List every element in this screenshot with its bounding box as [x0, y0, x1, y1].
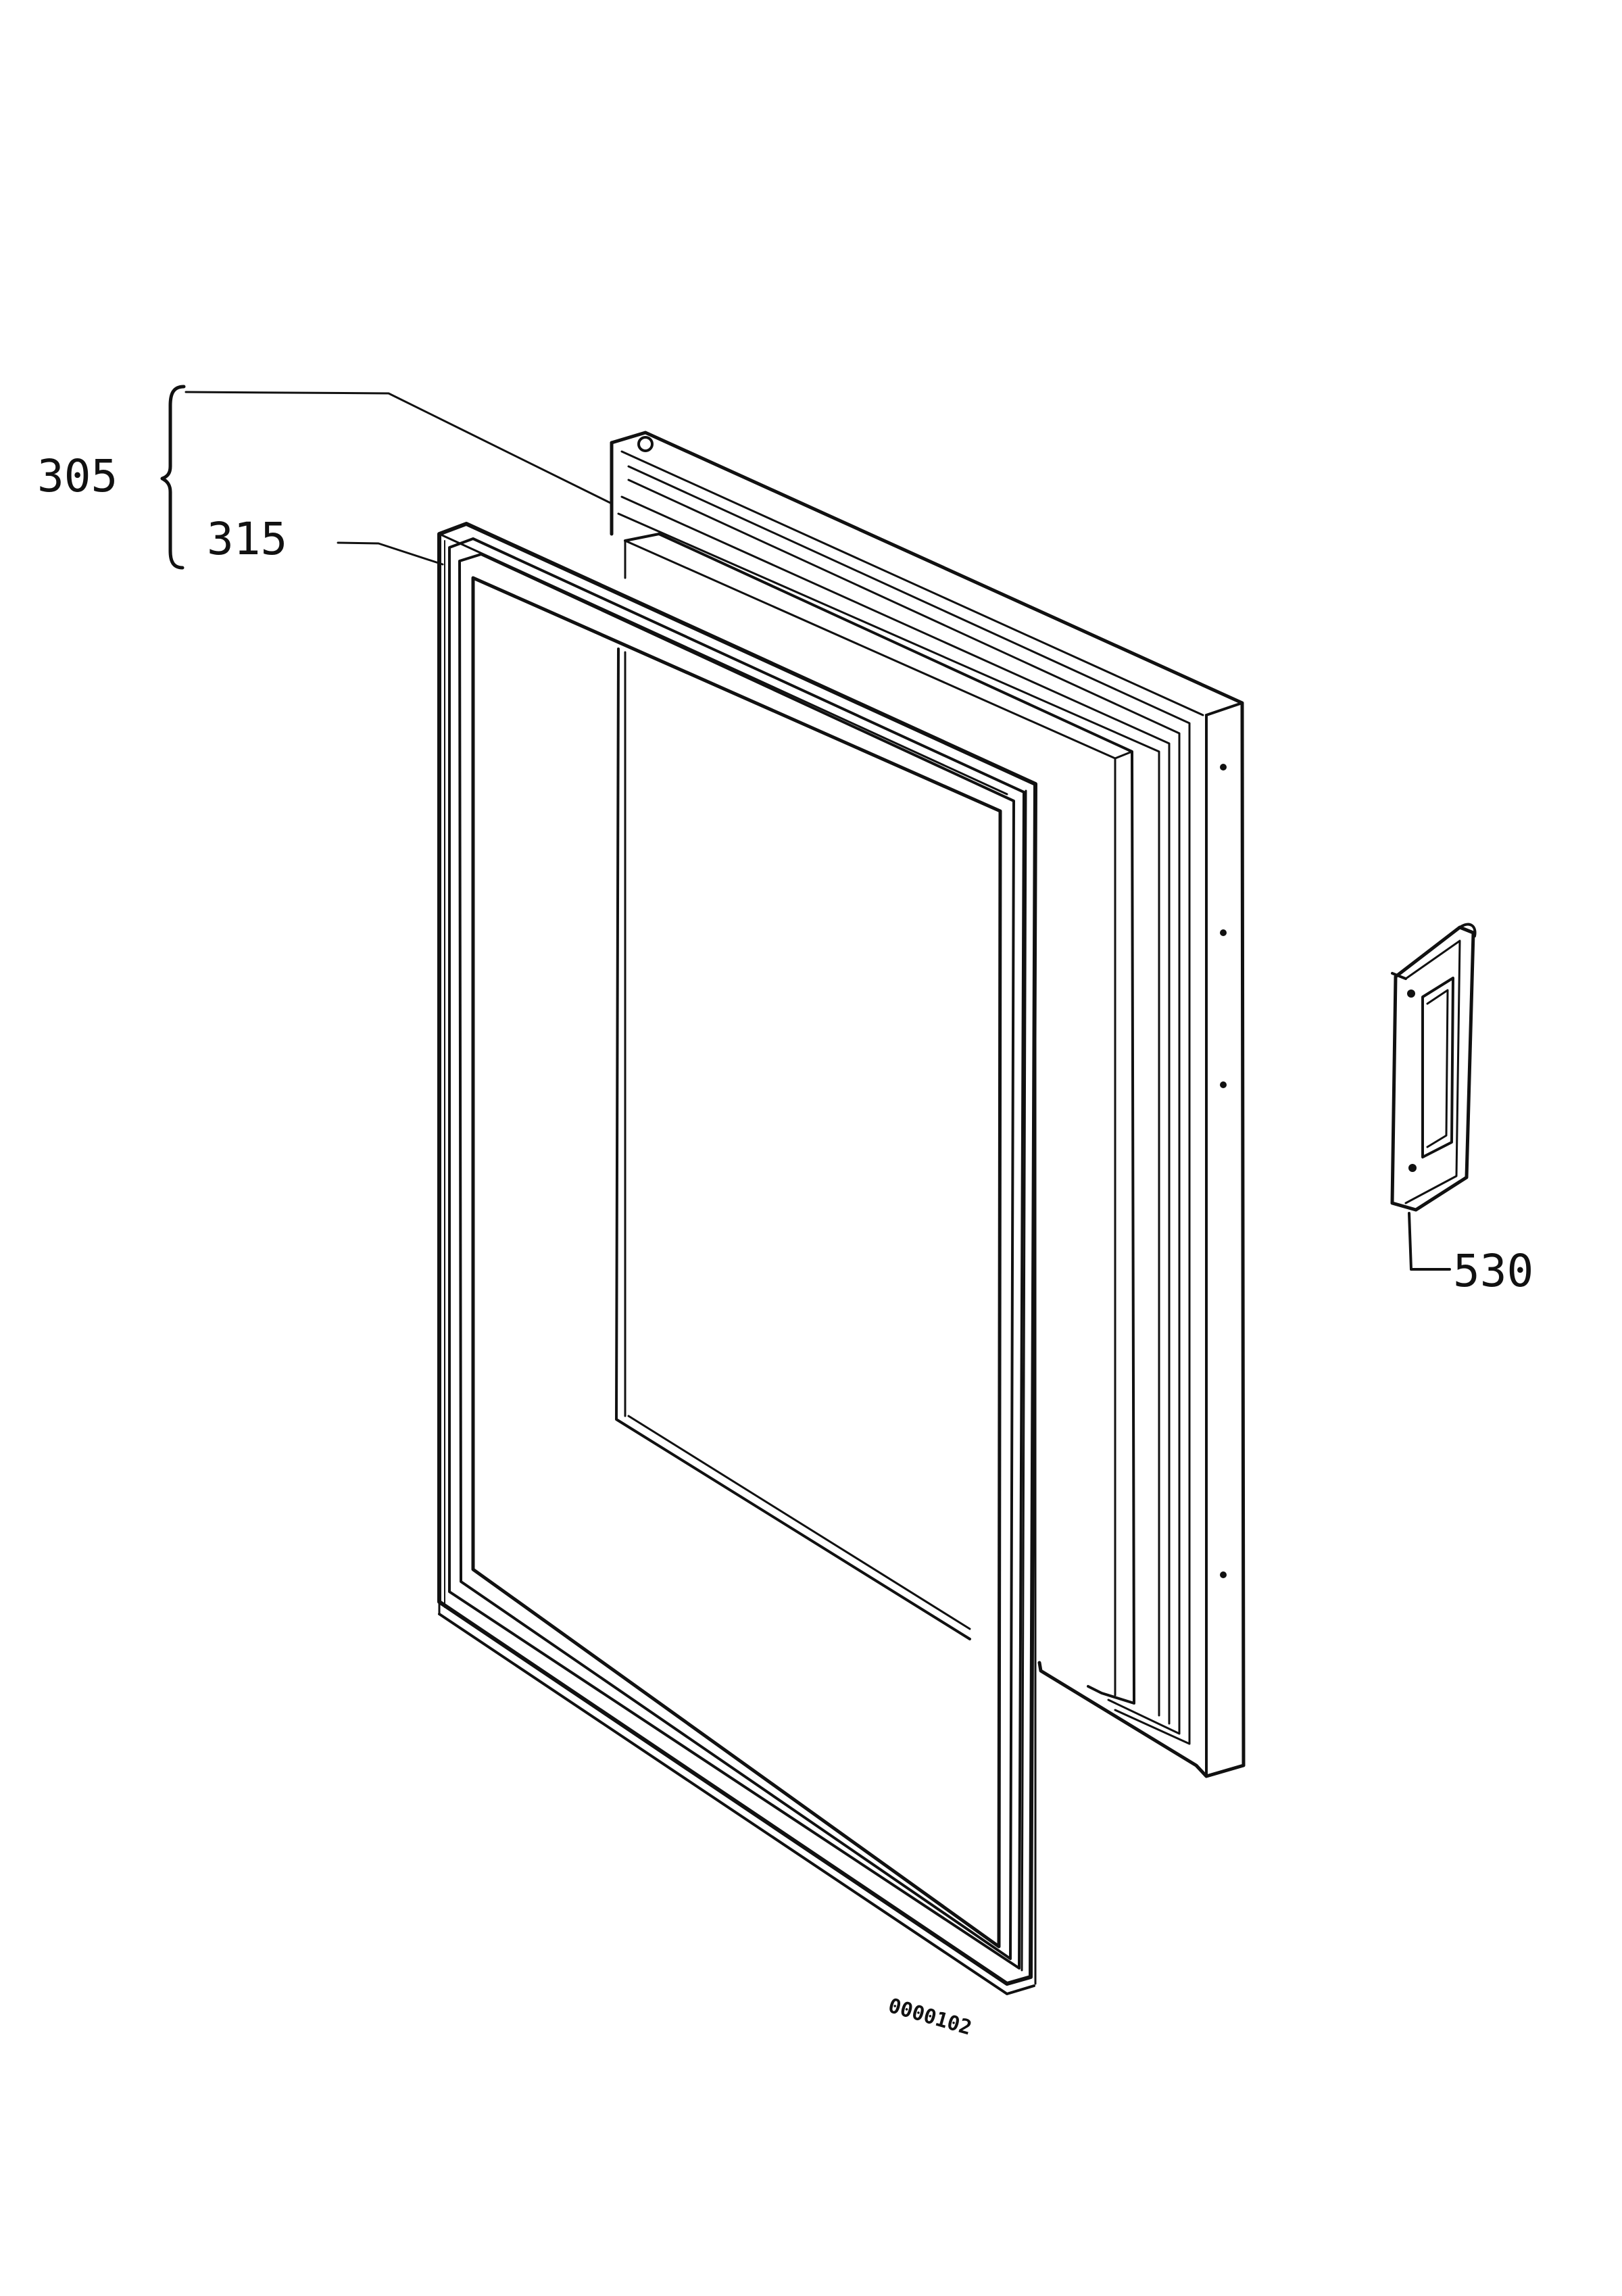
- door-panel: [610, 431, 1246, 1778]
- callout-305: 305: [37, 450, 118, 502]
- callout-530: 530: [1453, 1245, 1534, 1297]
- door-gasket: [437, 522, 1037, 1995]
- leader-lines: [160, 385, 1451, 1271]
- door-handle: [1390, 923, 1477, 1212]
- callout-315: 315: [207, 513, 288, 565]
